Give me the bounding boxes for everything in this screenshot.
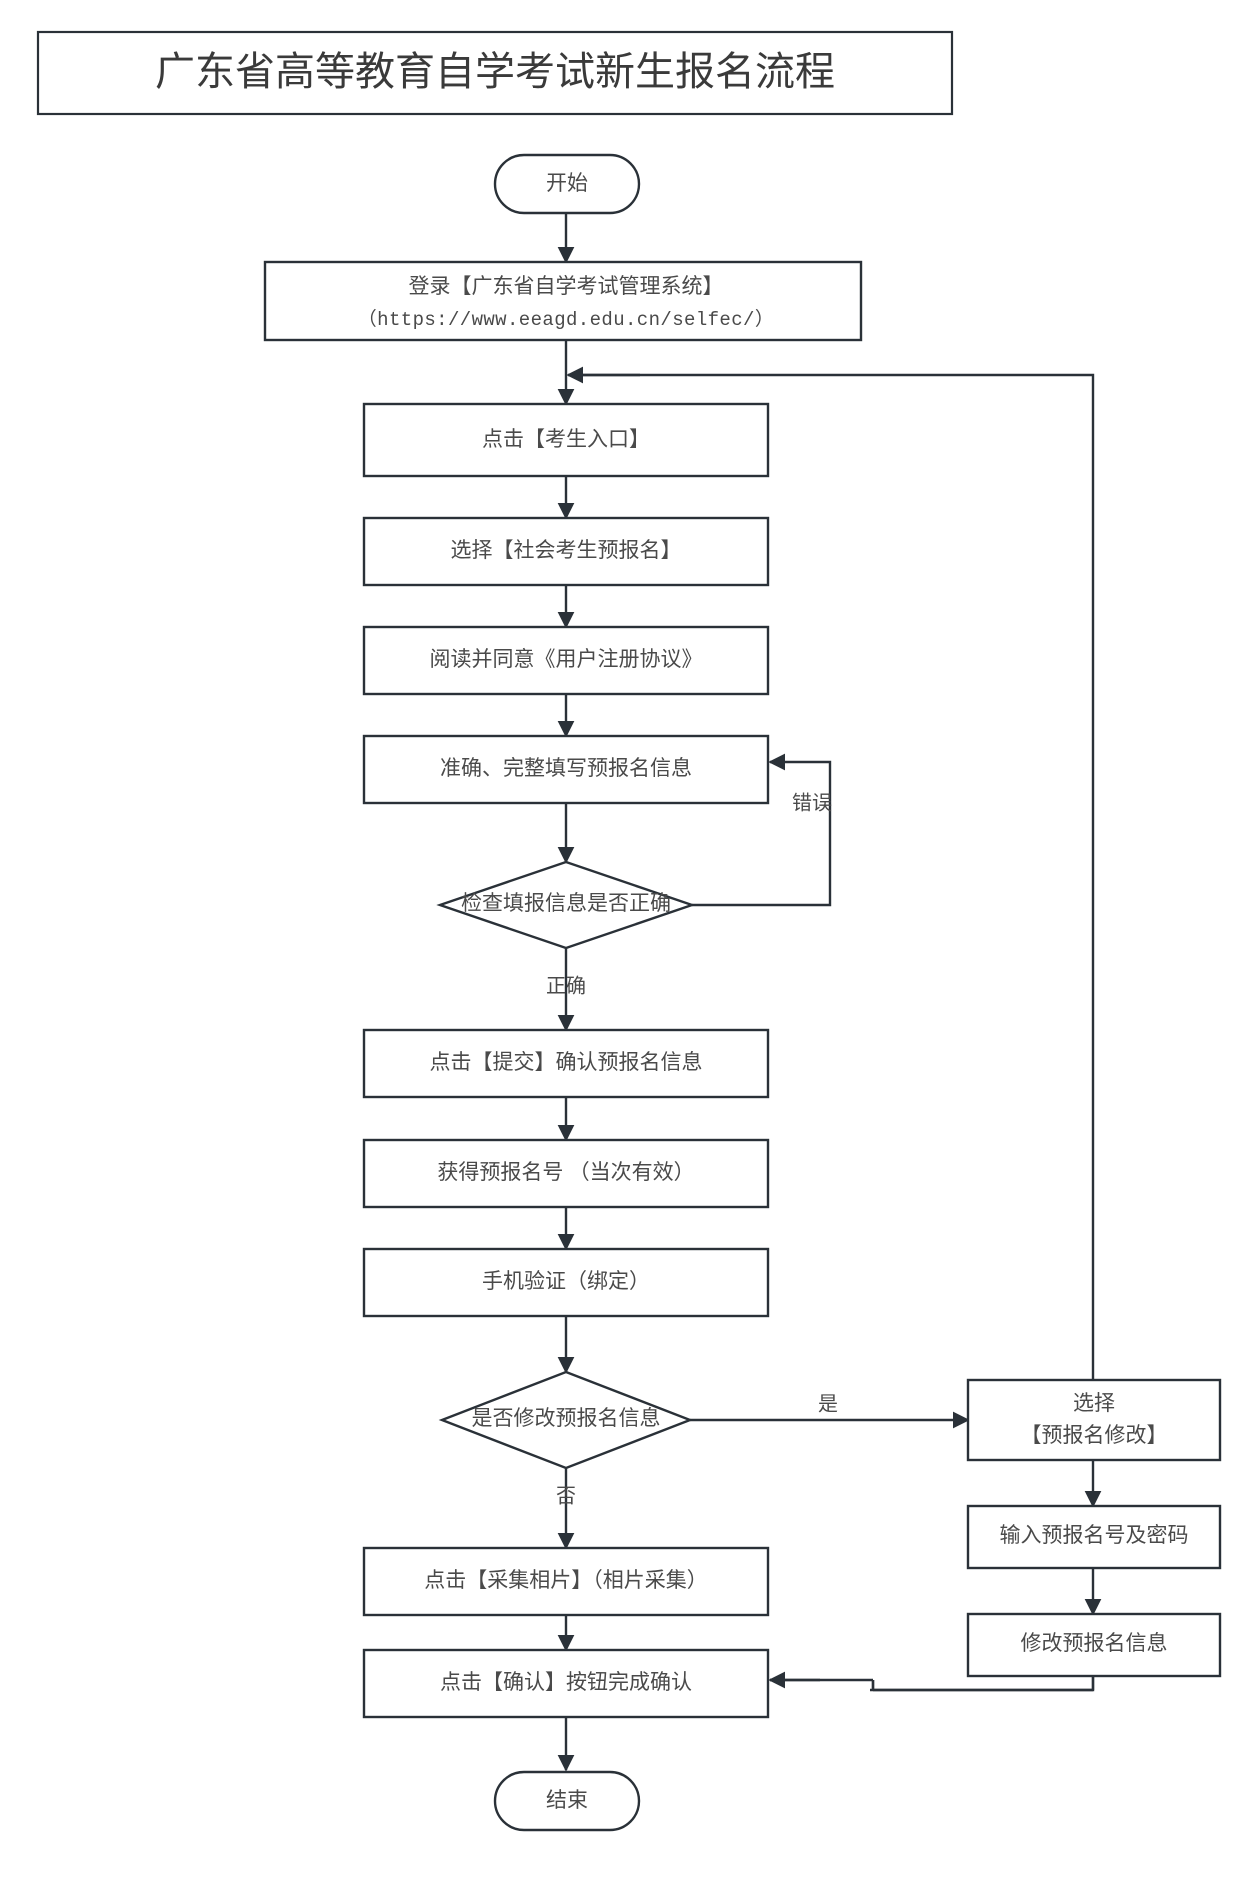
node-do-modify[interactable]: 修改预报名信息	[966, 1612, 1222, 1678]
do-modify-label: 修改预报名信息	[1021, 1631, 1168, 1655]
node-entry[interactable]: 点击【考生入口】	[362, 402, 770, 478]
photo-label: 点击【采集相片】（相片采集）	[424, 1568, 708, 1592]
input-password-label: 输入预报名号及密码	[1000, 1523, 1189, 1547]
check-shape	[436, 860, 696, 950]
prereg-label: 选择【社会考生预报名】	[451, 538, 682, 562]
agreement-shape	[362, 625, 770, 696]
node-prereg[interactable]: 选择【社会考生预报名】	[362, 516, 770, 587]
submit-shape	[362, 1028, 770, 1099]
node-confirm[interactable]: 点击【确认】按钮完成确认	[362, 1648, 770, 1719]
node-modify-question[interactable]: 是否修改预报名信息	[438, 1370, 694, 1470]
edge-layer	[557, 211, 1102, 1772]
node-phone[interactable]: 手机验证（绑定）	[362, 1247, 770, 1318]
select-modify-shape	[966, 1378, 1222, 1462]
page-title: 广东省高等教育自学考试新生报名流程	[155, 49, 835, 94]
node-login[interactable]: 登录【广东省自学考试管理系统】 （https://www.eeagd.edu.c…	[263, 260, 863, 342]
login-label: 登录【广东省自学考试管理系统】	[409, 274, 724, 298]
submit-label: 点击【提交】确认预报名信息	[430, 1050, 703, 1074]
confirm-label: 点击【确认】按钮完成确认	[440, 1670, 692, 1694]
start-shape	[493, 153, 641, 215]
start-label: 开始	[546, 171, 588, 195]
node-submit[interactable]: 点击【提交】确认预报名信息	[362, 1028, 770, 1099]
getnumber-shape	[362, 1138, 770, 1209]
agreement-label: 阅读并同意《用户注册协议》	[430, 647, 703, 671]
getnumber-label: 获得预报名号 （当次有效）	[437, 1160, 694, 1184]
login-url: （https://www.eeagd.edu.cn/selfec/）	[358, 308, 774, 331]
edge-label-layer: 错误 正确 是 否	[546, 792, 838, 1508]
node-select-modify[interactable]: 选择 【预报名修改】	[966, 1378, 1222, 1462]
edge-domodify-leg	[870, 1676, 1095, 1692]
do-modify-shape	[966, 1612, 1222, 1678]
entry-label: 点击【考生入口】	[482, 427, 650, 451]
end-shape	[493, 1770, 641, 1832]
node-photo[interactable]: 点击【采集相片】（相片采集）	[362, 1546, 770, 1617]
edge-label-correct: 正确	[546, 975, 586, 998]
node-end[interactable]: 结束	[493, 1770, 641, 1832]
fillinfo-label: 准确、完整填写预报名信息	[440, 756, 692, 780]
entry-shape	[362, 402, 770, 478]
phone-label: 手机验证（绑定）	[482, 1269, 650, 1293]
edge-check-error-to-fillinfo	[692, 753, 832, 907]
check-label: 检查填报信息是否正确	[461, 891, 671, 915]
prereg-shape	[362, 516, 770, 587]
input-password-shape	[966, 1504, 1222, 1570]
node-getnumber[interactable]: 获得预报名号 （当次有效）	[362, 1138, 770, 1209]
node-input-password[interactable]: 输入预报名号及密码	[966, 1504, 1222, 1570]
node-start[interactable]: 开始	[493, 153, 641, 215]
modify-question-label: 是否修改预报名信息	[472, 1406, 661, 1430]
node-agreement[interactable]: 阅读并同意《用户注册协议》	[362, 625, 770, 696]
phone-shape	[362, 1247, 770, 1318]
edge-label-yes: 是	[818, 1394, 838, 1416]
node-check[interactable]: 检查填报信息是否正确	[436, 860, 696, 950]
select-modify-label2: 【预报名修改】	[1021, 1423, 1168, 1447]
node-fillinfo[interactable]: 准确、完整填写预报名信息	[362, 734, 770, 805]
modify-question-shape	[438, 1370, 694, 1470]
fillinfo-shape	[362, 734, 770, 805]
edge-selmodify-to-entry	[569, 373, 1095, 1380]
select-modify-label: 选择	[1073, 1391, 1115, 1415]
end-label: 结束	[546, 1788, 588, 1812]
edge-label-error: 错误	[792, 792, 832, 815]
login-shape	[263, 260, 863, 342]
title-frame-border	[36, 30, 954, 116]
title-banner: 广东省高等教育自学考试新生报名流程	[36, 30, 954, 116]
edge-label-no: 否	[556, 1486, 576, 1508]
confirm-shape	[362, 1648, 770, 1719]
photo-shape	[362, 1546, 770, 1617]
